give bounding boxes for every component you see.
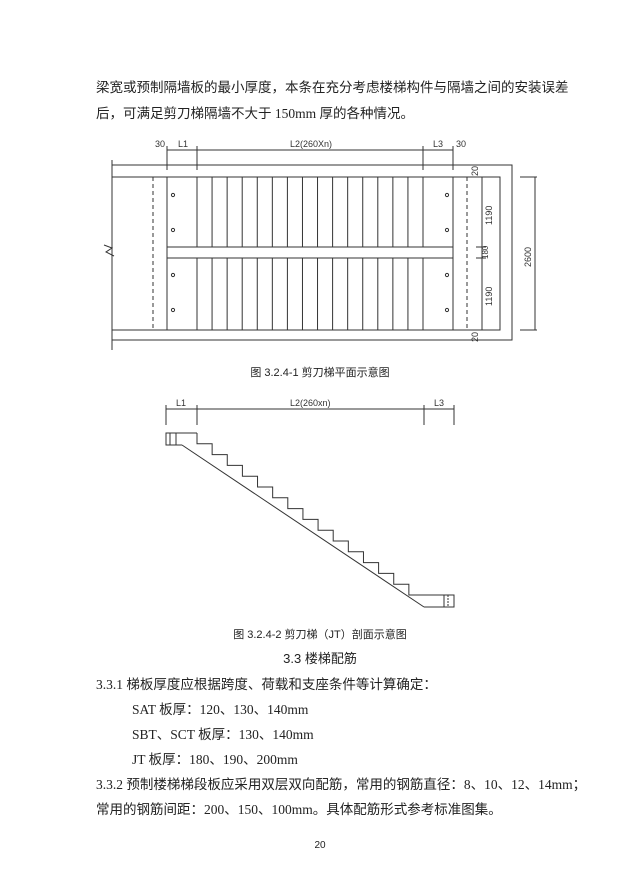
section-dim-l1: L1: [176, 398, 186, 408]
dim-20-bottom: 20: [470, 332, 480, 342]
dim-l3: L3: [433, 139, 443, 149]
item-jt: JT 板厚：180、190、200mm: [132, 752, 298, 767]
figure2-caption: 图 3.2.4-2 剪刀梯（JT）剖面示意图: [233, 629, 407, 641]
item-sat: SAT 板厚：120、130、140mm: [132, 702, 309, 717]
section-drawing: L1 L2(260xn) L3: [165, 398, 455, 608]
clause-3-3-2-line2: 常用的钢筋间距：200、150、100mm。具体配筋形式参考标准图集。: [96, 802, 502, 817]
dim-l2: L2(260Xn): [290, 139, 332, 149]
dim-l1: L1: [178, 139, 188, 149]
section-heading: 3.3 楼梯配筋: [283, 651, 357, 666]
figure1-caption: 图 3.2.4-1 剪刀梯平面示意图: [250, 367, 390, 379]
section-dim-l2: L2(260xn): [290, 398, 331, 408]
intro-line-1: 梁宽或预制隔墙板的最小厚度，本条在充分考虑楼梯构件与隔墙之间的安装误差: [96, 80, 569, 95]
intro-line-2: 后，可满足剪刀梯隔墙不大于 150mm 厚的各种情况。: [96, 106, 415, 121]
section-dim-l3: L3: [434, 398, 444, 408]
plan-drawing: 30 L1 L2(260Xn) L3 30 20 1190 180 1190 2…: [103, 139, 537, 350]
dim-1190-bottom: 1190: [484, 287, 494, 306]
dim-180: 180: [481, 245, 490, 259]
clause-3-3-1: 3.3.1 梯板厚度应根据跨度、荷载和支座条件等计算确定：: [96, 677, 437, 692]
dim-30-right: 30: [456, 139, 466, 149]
dim-30-left: 30: [155, 139, 165, 149]
dim-20-top: 20: [470, 166, 480, 176]
clause-3-3-2-line1: 3.3.2 预制楼梯梯段板应采用双层双向配筋，常用的钢筋直径：8、10、12、1…: [96, 777, 587, 792]
dim-2600: 2600: [523, 247, 533, 267]
item-sbt-sct: SBT、SCT 板厚：130、140mm: [132, 727, 314, 742]
dim-1190-top: 1190: [484, 206, 494, 225]
page-number: 20: [314, 840, 326, 851]
